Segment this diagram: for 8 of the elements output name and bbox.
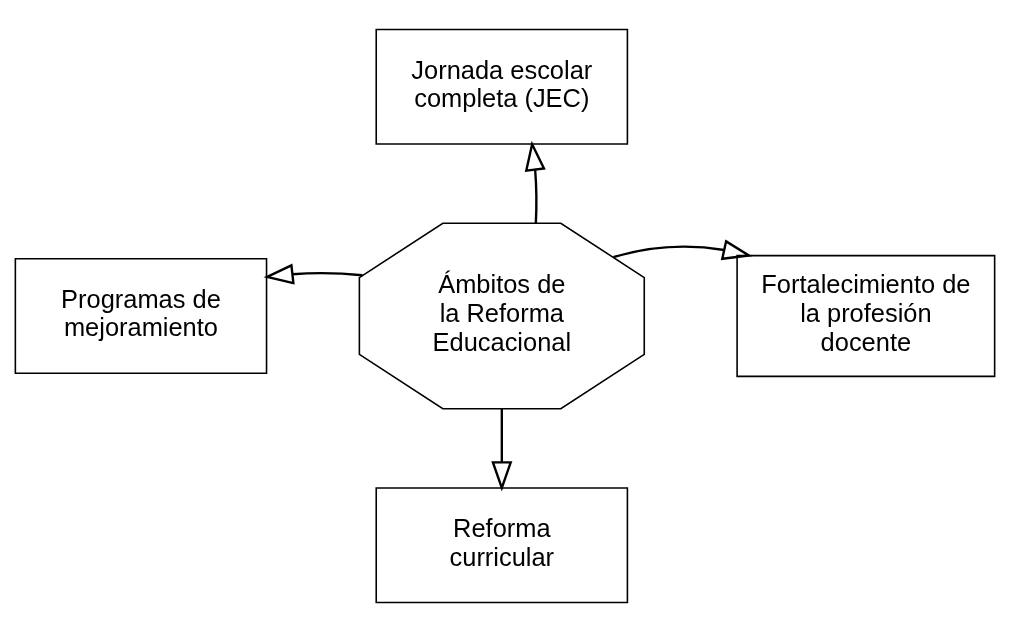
arrow: [524, 140, 546, 223]
arrow: [263, 263, 363, 285]
node-box: Reforma curricular: [374, 486, 628, 603]
node-box: Programas de mejoramiento: [14, 257, 267, 374]
node-box: Jornada escolar completa (JEC): [374, 28, 628, 145]
arrow: [612, 238, 753, 260]
arrow: [490, 408, 512, 491]
node-box: Fortalecimiento de la profesión docente: [735, 254, 995, 377]
